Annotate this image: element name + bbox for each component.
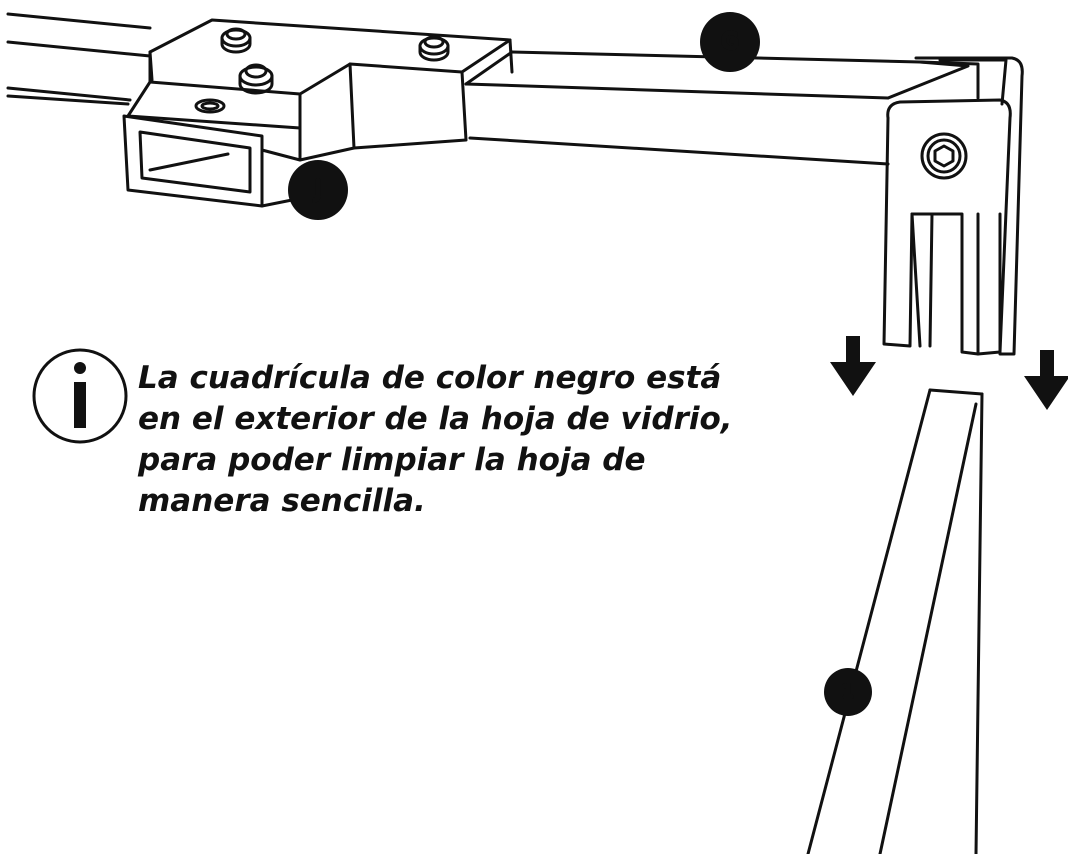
badge-g-label: G <box>721 30 738 55</box>
info-note: La cuadrícula de color negro está en el … <box>138 358 733 522</box>
note-line-2: en el exterior de la hoja de vidrio, <box>138 401 733 437</box>
info-icon <box>32 348 128 444</box>
hex-screw-icon <box>920 132 968 180</box>
badge-j: J <box>288 160 348 220</box>
clamp-bracket <box>882 56 1024 356</box>
arrow-down-icon-left <box>830 336 876 396</box>
arrow-down-icon-right <box>1024 350 1068 410</box>
note-line-3: para poder limpiar la hoja de <box>138 442 646 478</box>
badge-g: G <box>700 12 760 72</box>
badge-1: 1 <box>824 668 872 716</box>
note-line-1: La cuadrícula de color negro está <box>138 360 722 396</box>
left-rail <box>6 12 152 106</box>
badge-1-label: 1 <box>842 682 853 703</box>
nut-3 <box>238 63 274 95</box>
note-line-4: manera sencilla. <box>138 483 426 519</box>
badge-j-label: J <box>313 178 322 203</box>
glass-panel <box>806 388 984 854</box>
t-connector <box>122 18 514 208</box>
nut-2 <box>418 35 450 62</box>
nut-1 <box>220 27 252 54</box>
